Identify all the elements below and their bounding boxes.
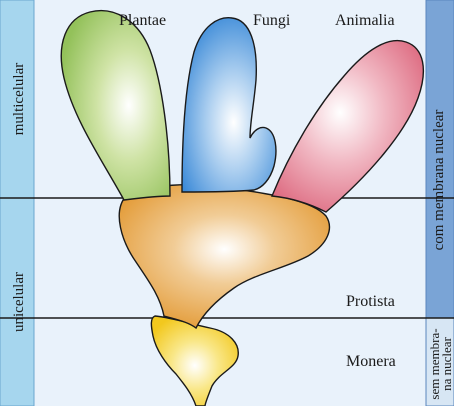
label-unicelular: unicelular [11,272,27,332]
label-fungi: Fungi [253,12,291,29]
label-sem-membrana-line2: na nuclear [439,336,454,390]
label-protista: Protista [346,293,395,310]
label-animalia: Animalia [335,12,395,29]
label-com-membrana-nuclear: com membrana nuclear [431,110,447,251]
label-plantae: Plantae [119,12,166,29]
label-monera: Monera [346,353,396,370]
label-multicelular: multicelular [11,63,27,135]
